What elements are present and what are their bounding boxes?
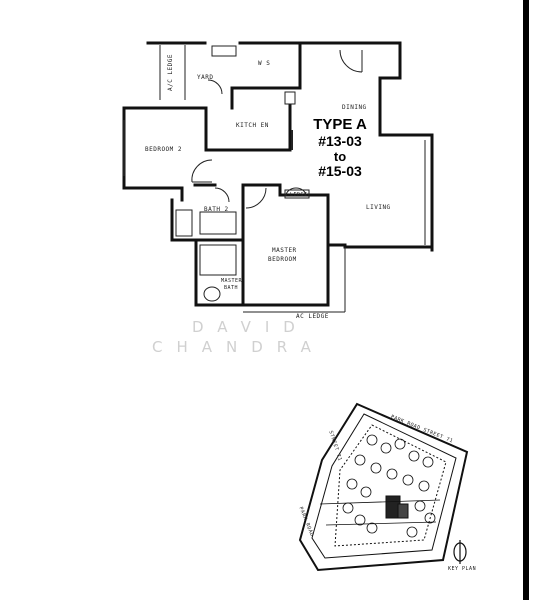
room-label-master-bedroom-1: MASTER (272, 247, 297, 254)
room-label-ws: W S (258, 60, 271, 67)
room-label-master-bath-2: BATH (224, 285, 239, 291)
room-label-ledge-top: LEDGE (290, 192, 308, 198)
room-label-master-bedroom-2: BEDROOM (268, 256, 297, 263)
room-label-master-bath-1: MASTER (221, 278, 243, 284)
room-label-ac-ledge-bottom: AC LEDGE (296, 313, 329, 320)
room-label-yard: YARD (197, 74, 214, 81)
watermark-line-1: DAVID (192, 318, 309, 336)
room-label-bath-2: BATH 2 (204, 206, 229, 213)
unit-range-connector: to (333, 149, 347, 164)
key-plan-label: KEY PLAN (448, 566, 477, 572)
room-label-dining: DINING (342, 104, 367, 111)
room-label-bedroom-2: BEDROOM 2 (145, 146, 183, 153)
unit-range-end: #15-03 (318, 163, 362, 179)
page-edge-bar (523, 0, 529, 600)
unit-type-title: TYPE A (313, 116, 367, 133)
unit-range-start: #13-03 (318, 133, 362, 149)
watermark-line-2: CHANDRA (152, 338, 325, 356)
room-label-kitchen: KITCH EN (236, 122, 269, 129)
room-label-living: LIVING (366, 204, 391, 211)
